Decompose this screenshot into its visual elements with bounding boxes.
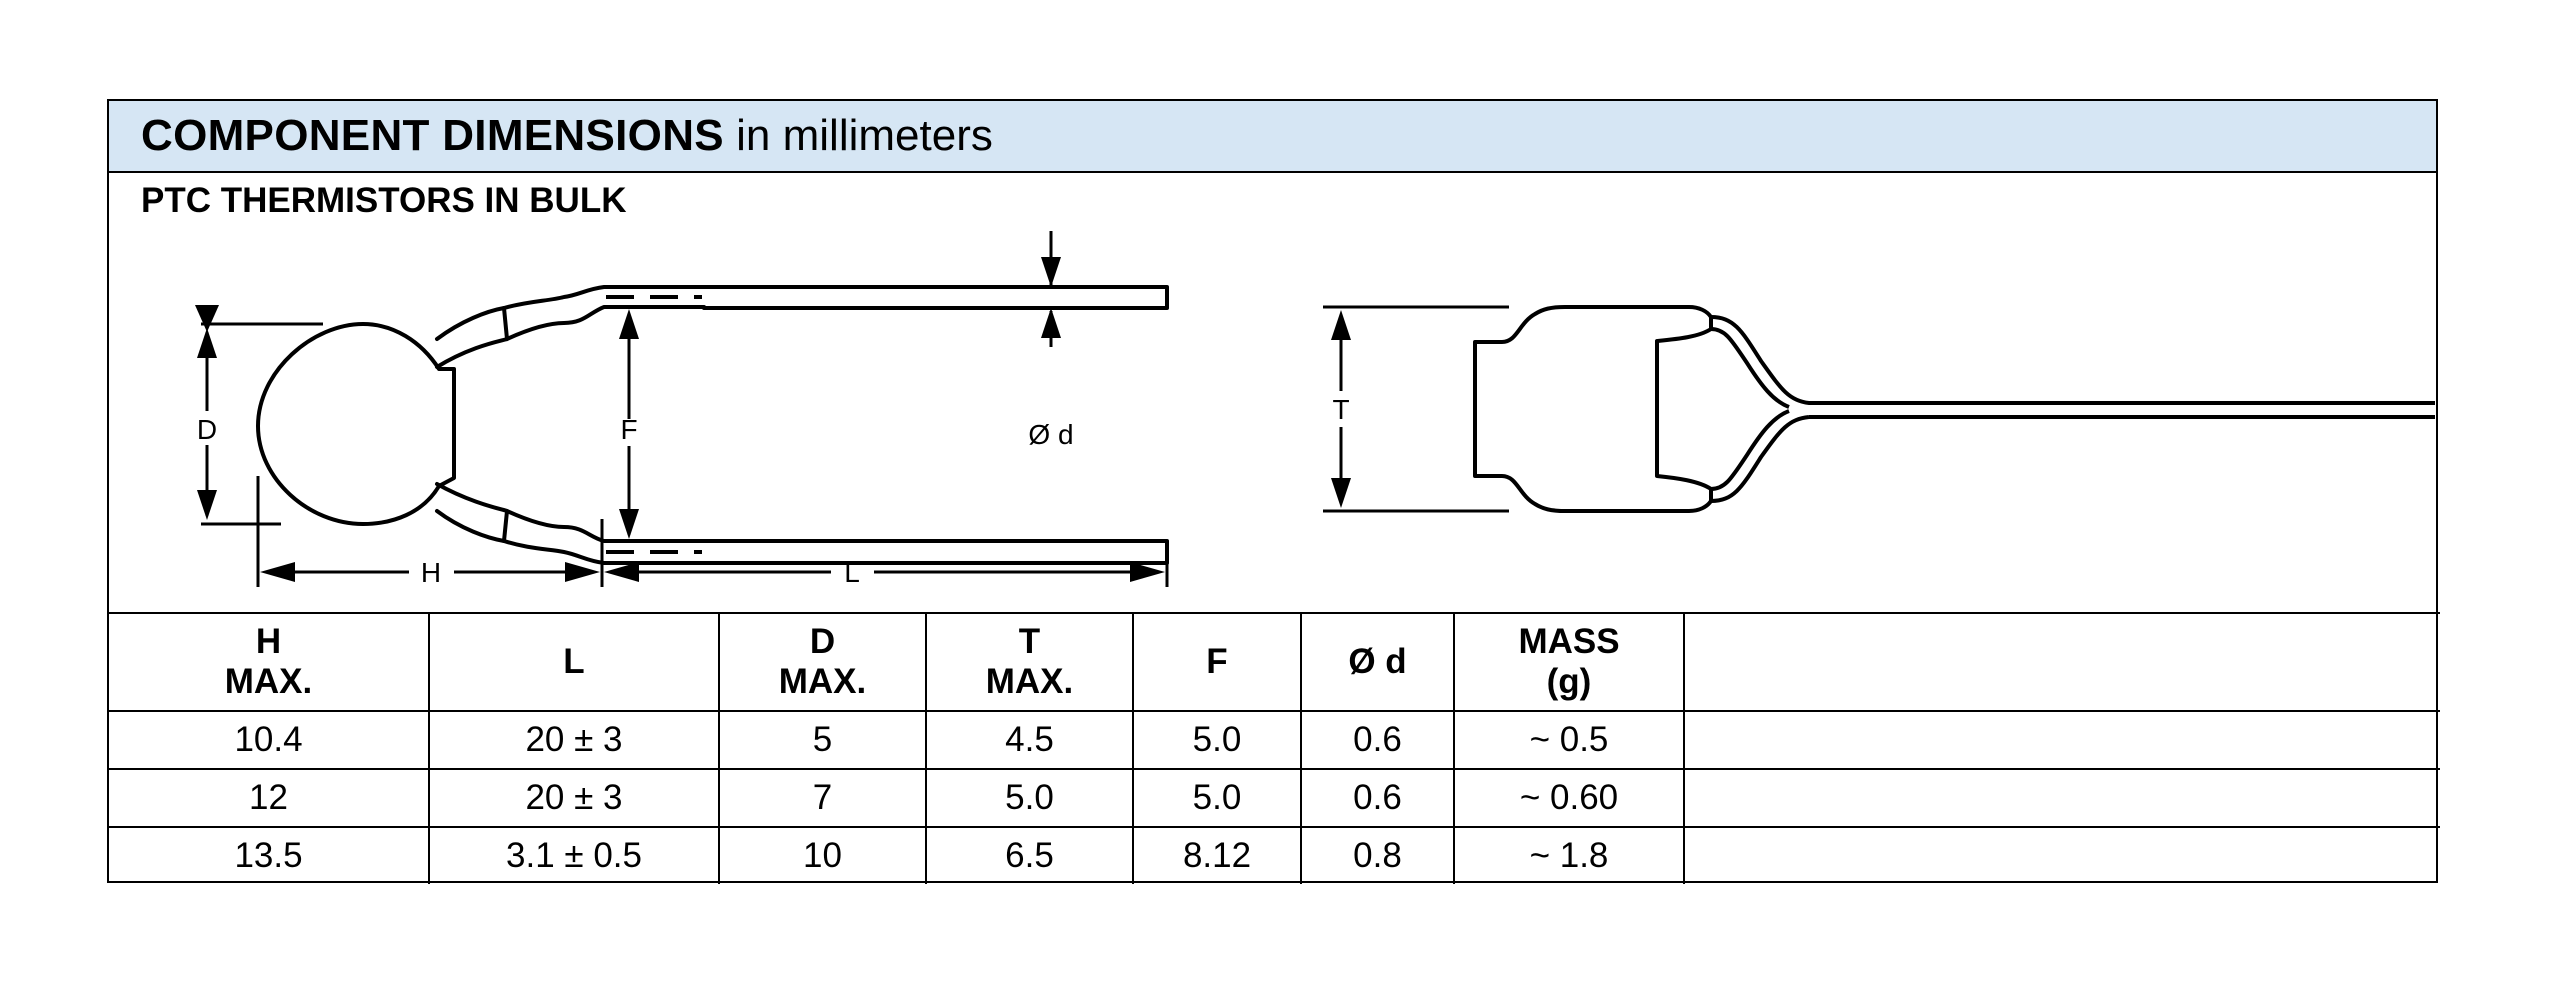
cell: ~ 0.5 <box>1453 710 1685 770</box>
coating-shoulder-bottom <box>505 509 706 543</box>
component-drawing: D F Ø d <box>195 231 2435 588</box>
cell: 5 <box>718 710 927 770</box>
cell: 7 <box>718 768 927 828</box>
col-f: F <box>1132 612 1302 712</box>
disc-body <box>256 322 456 526</box>
cell: 0.6 <box>1300 768 1455 828</box>
col-empty <box>1683 612 2440 712</box>
page-title: COMPONENT DIMENSIONS in millimeters <box>141 112 993 160</box>
cell: 6.5 <box>925 826 1134 884</box>
table-row: 10.4 20 ± 3 5 4.5 5.0 0.6 ~ 0.5 <box>109 710 2440 770</box>
cell-empty <box>1683 826 2440 884</box>
cell: 5.0 <box>1132 710 1302 770</box>
l-label: L <box>844 557 860 588</box>
header-band: COMPONENT DIMENSIONS in millimeters <box>109 101 2436 173</box>
coating-neck-bottom <box>435 482 509 543</box>
cell: ~ 1.8 <box>1453 826 1685 884</box>
cell: 12 <box>109 768 430 828</box>
d-label: D <box>197 414 217 445</box>
col-mass: MASS(g) <box>1453 612 1685 712</box>
col-od: Ø d <box>1300 612 1455 712</box>
cell: 5.0 <box>925 768 1134 828</box>
od-label: Ø d <box>1028 419 1073 450</box>
side-view-body <box>1473 305 1713 513</box>
dimensions-panel: COMPONENT DIMENSIONS in millimeters PTC … <box>107 99 2440 884</box>
cell-empty <box>1683 710 2440 770</box>
cell: ~ 0.60 <box>1453 768 1685 828</box>
col-l: L <box>428 612 720 712</box>
title-bold: COMPONENT DIMENSIONS <box>141 111 724 160</box>
t-label: T <box>1332 394 1349 425</box>
side-view-lead-upper <box>1710 315 2435 419</box>
title-units: in millimeters <box>723 111 993 160</box>
f-label: F <box>620 414 637 445</box>
cell: 20 ± 3 <box>428 768 720 828</box>
coating-neck-top <box>435 306 509 369</box>
cell: 5.0 <box>1132 768 1302 828</box>
table-row: 13.5 3.1 ± 0.5 10 6.5 8.12 0.8 ~ 1.8 <box>109 826 2440 884</box>
table-row: 12 20 ± 3 7 5.0 5.0 0.6 ~ 0.60 <box>109 768 2440 828</box>
cell: 3.1 ± 0.5 <box>428 826 720 884</box>
coating-shoulder-top <box>505 305 706 341</box>
cell: 0.6 <box>1300 710 1455 770</box>
cell: 0.8 <box>1300 826 1455 884</box>
cell-empty <box>1683 768 2440 828</box>
cell: 20 ± 3 <box>428 710 720 770</box>
h-label: H <box>421 557 441 588</box>
cell: 10 <box>718 826 927 884</box>
cell: 4.5 <box>925 710 1134 770</box>
cell: 10.4 <box>109 710 430 770</box>
cell: 8.12 <box>1132 826 1302 884</box>
side-view-lead-lower <box>1710 415 1810 503</box>
cell: 13.5 <box>109 826 430 884</box>
section-subtitle: PTC THERMISTORS IN BULK <box>141 181 627 220</box>
